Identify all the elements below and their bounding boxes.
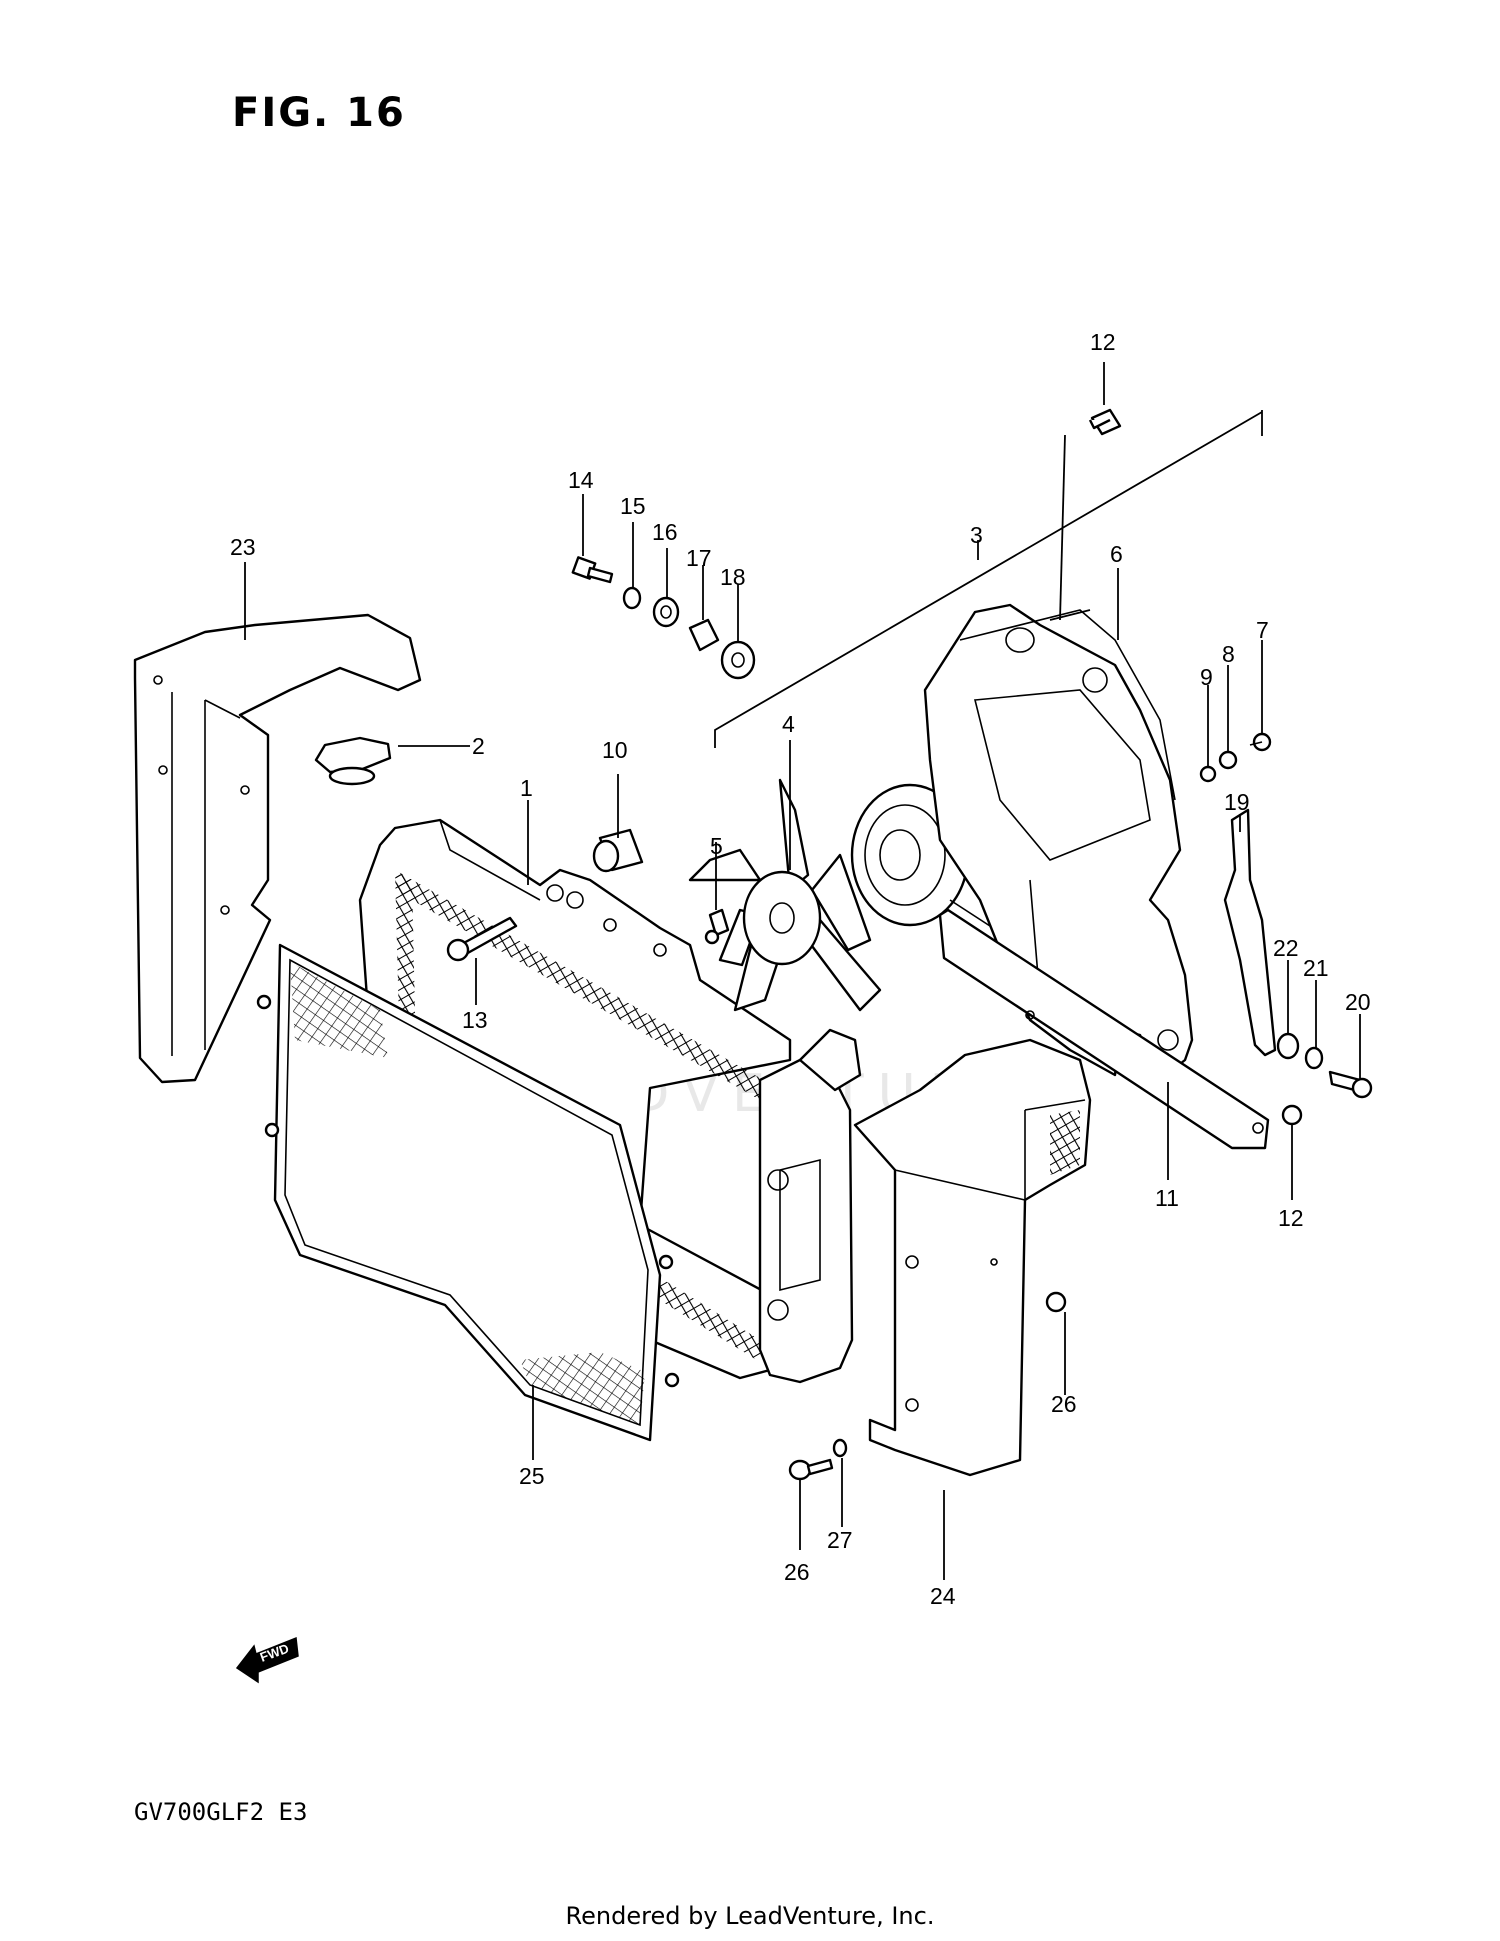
bolt-14	[571, 556, 614, 584]
callout-23: 23	[230, 534, 256, 560]
callout-17: 17	[686, 545, 712, 571]
radiator-cover-lower	[853, 1038, 1092, 1477]
callout-7: 7	[1256, 617, 1269, 643]
callout-5: 5	[710, 833, 723, 859]
bracket-19	[1223, 808, 1277, 1057]
callout-18: 18	[720, 564, 746, 590]
model-code: GV700GLF2 E3	[134, 1798, 308, 1826]
callout-4: 4	[782, 711, 795, 737]
screw-7	[1249, 732, 1272, 752]
forward-direction-arrow: FWD	[235, 1636, 299, 1684]
washer-22	[1276, 1032, 1300, 1060]
washer-21	[1304, 1046, 1324, 1070]
callout-11: 11	[1155, 1185, 1179, 1211]
leader-lines	[244, 362, 1361, 1580]
radiator-cover-upper	[133, 613, 422, 1084]
nut-8	[1218, 750, 1238, 770]
washer-9	[1199, 765, 1217, 783]
washer-27	[832, 1438, 848, 1458]
credit-line: Rendered by LeadVenture, Inc.	[565, 1902, 935, 1930]
callout-6: 6	[1110, 541, 1123, 567]
cooling-fan	[688, 778, 882, 1012]
screw-26-left	[788, 1458, 834, 1481]
stay-bar	[938, 908, 1270, 1150]
callout-25: 25	[519, 1463, 545, 1489]
callout-2: 2	[472, 733, 485, 759]
screw-26-right	[1045, 1291, 1067, 1313]
callout-26-left: 26	[784, 1559, 810, 1585]
callout-13: 13	[462, 1007, 488, 1033]
callout-12-lower: 12	[1278, 1205, 1304, 1231]
callout-12-upper: 12	[1090, 329, 1116, 355]
figure-title: FIG. 16	[232, 90, 406, 136]
callout-19: 19	[1224, 789, 1250, 815]
callout-21: 21	[1303, 955, 1329, 981]
callout-26-right: 26	[1051, 1391, 1077, 1417]
callout-24: 24	[930, 1583, 956, 1609]
bolt-20	[1328, 1070, 1373, 1099]
bolt-12-lower	[1281, 1104, 1303, 1126]
callout-14: 14	[568, 467, 594, 493]
washer-16	[652, 596, 680, 628]
radiator	[358, 818, 862, 1384]
fan-assembly-bracket-line	[714, 410, 1263, 748]
mount-bolt	[446, 916, 518, 962]
fan-screw	[704, 908, 730, 945]
grommet-18	[720, 640, 756, 680]
rubber-mount	[592, 828, 644, 873]
bolt-12-upper	[1088, 408, 1122, 436]
callout-3: 3	[970, 522, 983, 548]
callout-16: 16	[652, 519, 678, 545]
callout-1: 1	[520, 775, 533, 801]
radiator-screen	[256, 943, 680, 1442]
callout-numbers: 12 14 15 16 17 18 3 6 7 8 9 19 22 21 20 …	[230, 329, 1371, 1609]
callout-15: 15	[620, 493, 646, 519]
radiator-cap	[314, 736, 392, 786]
callout-27: 27	[827, 1527, 853, 1553]
collar-17	[688, 618, 720, 652]
callout-8: 8	[1222, 641, 1235, 667]
callout-22: 22	[1273, 935, 1299, 961]
callout-20: 20	[1345, 989, 1371, 1015]
callout-10: 10	[602, 737, 628, 763]
washer-15	[622, 586, 642, 610]
callout-9: 9	[1200, 664, 1213, 690]
